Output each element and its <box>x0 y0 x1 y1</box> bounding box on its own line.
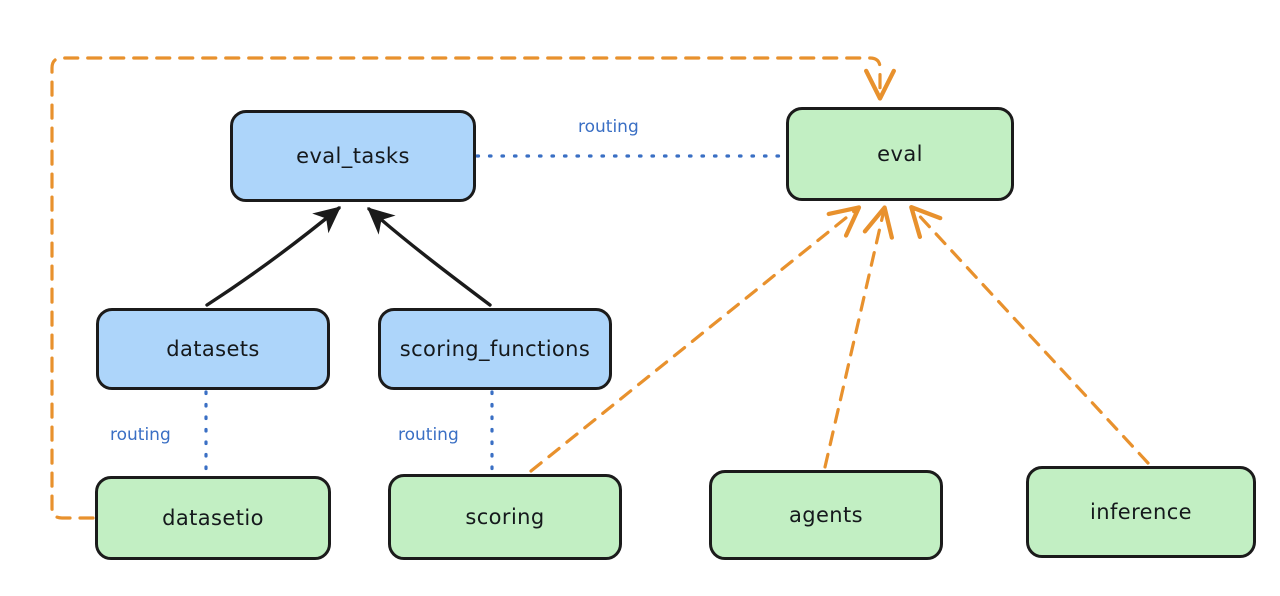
node-eval-label: eval <box>877 142 923 166</box>
node-agents-label: agents <box>788 503 863 527</box>
node-eval-tasks[interactable]: eval_tasks <box>230 110 476 202</box>
edge-scoring-functions-to-eval-tasks <box>367 207 492 307</box>
edge-label-routing-scoring-functions-scoring: routing <box>398 425 459 445</box>
node-scoring[interactable]: scoring <box>388 474 622 560</box>
edge-scoring-to-eval <box>529 205 862 473</box>
edge-datasets-to-eval-tasks <box>205 206 341 307</box>
node-datasetio[interactable]: datasetio <box>95 476 331 560</box>
node-scoring-functions[interactable]: scoring_functions <box>378 308 612 390</box>
edge-label-routing-datasets-datasetio: routing <box>110 425 171 445</box>
node-eval-tasks-label: eval_tasks <box>296 144 410 168</box>
node-datasetio-label: datasetio <box>162 506 264 530</box>
edge-agents-to-eval <box>823 205 894 469</box>
node-scoring-label: scoring <box>465 505 545 529</box>
edge-label-routing-eval-tasks-eval: routing <box>578 117 639 137</box>
node-eval[interactable]: eval <box>786 107 1014 201</box>
node-scoring-functions-label: scoring_functions <box>399 337 591 361</box>
edge-inference-to-eval <box>909 205 1150 465</box>
node-inference-label: inference <box>1090 500 1192 524</box>
node-datasets[interactable]: datasets <box>96 308 330 390</box>
node-datasets-label: datasets <box>166 337 260 361</box>
edge-datasetio-to-eval <box>50 56 896 520</box>
node-inference[interactable]: inference <box>1026 466 1256 558</box>
node-agents[interactable]: agents <box>709 470 943 560</box>
